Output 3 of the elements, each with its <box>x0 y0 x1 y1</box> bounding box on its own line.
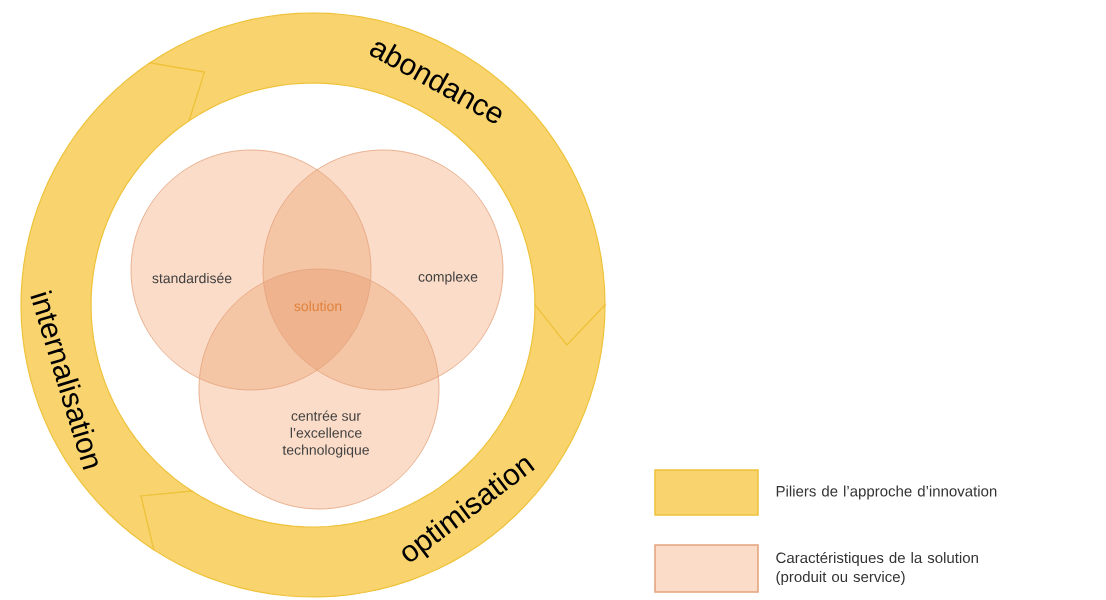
center-label: solution <box>294 300 342 312</box>
legend-label: Caractéristiques de la solution (produit ou service) <box>776 551 978 586</box>
legend-label: Piliers de l’approche d’innovation <box>776 485 997 500</box>
